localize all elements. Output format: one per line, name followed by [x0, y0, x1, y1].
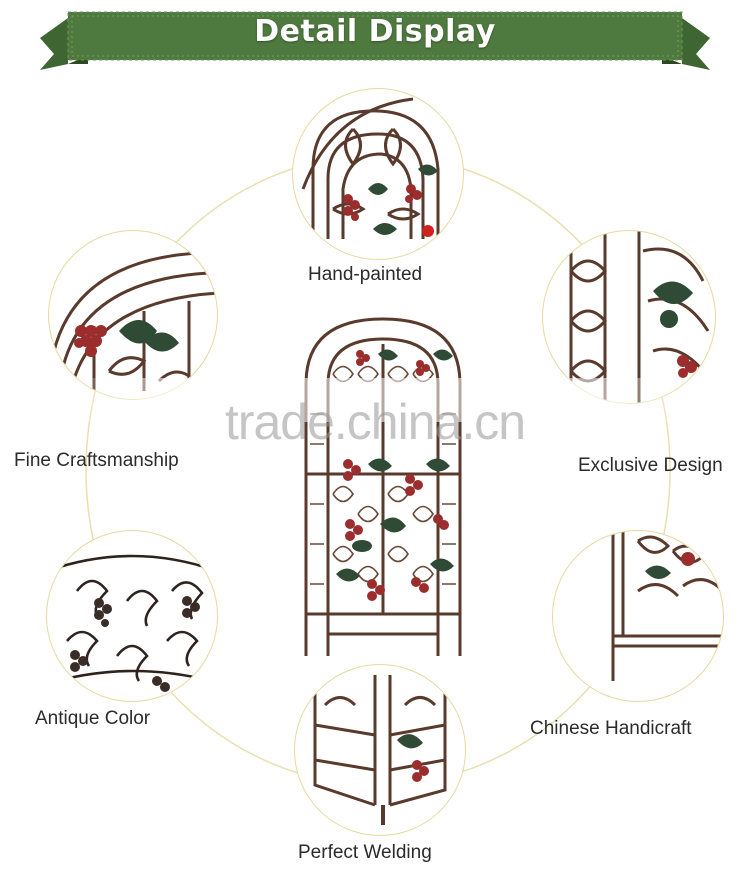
detail-circle-antique-color [46, 530, 218, 702]
label-chinese-handicraft: Chinese Handicraft [530, 718, 692, 739]
frame-base-detail-image [611, 531, 723, 681]
detail-circle-hand-painted [292, 88, 464, 260]
wine-rack-top-detail-image [301, 97, 440, 239]
label-exclusive-design: Exclusive Design [578, 455, 723, 476]
label-fine-craftsmanship: Fine Craftsmanship [14, 450, 179, 471]
detail-circle-fine-craftsmanship [48, 230, 218, 400]
folding-panels-detail-image [313, 675, 447, 825]
detail-circle-perfect-welding [294, 664, 466, 836]
detail-circle-chinese-handicraft [552, 530, 724, 702]
detail-circle-exclusive-design [542, 230, 716, 404]
label-antique-color: Antique Color [35, 708, 151, 729]
ribbon-graphic [40, 11, 710, 70]
wine-rack-product-image [304, 317, 462, 656]
banner-title: Detail Display [254, 14, 496, 49]
label-perfect-welding: Perfect Welding [298, 842, 432, 863]
watermark-band [60, 378, 700, 422]
watermark-text: trade.china.cn [224, 394, 526, 450]
arch-grape-detail-image [49, 251, 217, 399]
side-panel-detail-image [569, 231, 713, 403]
label-hand-painted: Hand-painted [308, 264, 423, 285]
header-banner: Detail Display [0, 0, 750, 80]
scroll-pattern-detail-image [47, 554, 217, 692]
